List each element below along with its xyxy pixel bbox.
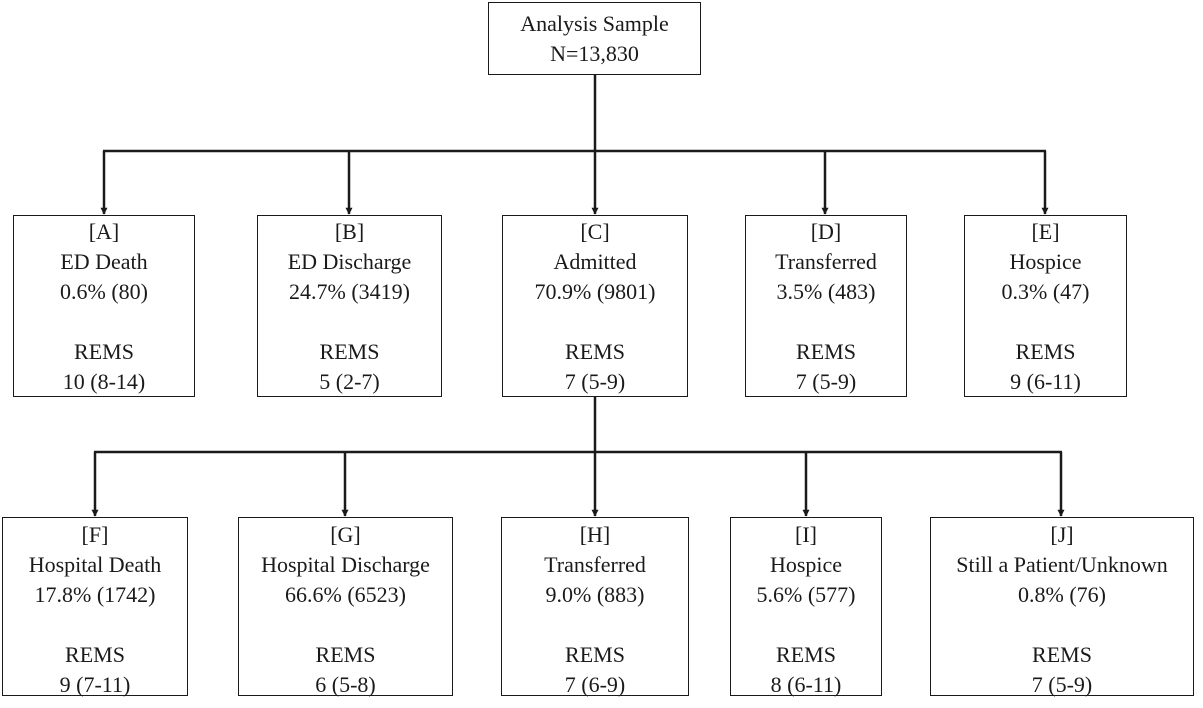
node-letter: [D] (810, 219, 842, 244)
node-label: Still a Patient/Unknown (956, 552, 1168, 577)
node-rems-label: REMS (1015, 339, 1076, 364)
node-h-transferred: [H] Transferred 9.0% (883) REMS 7 (6-9) (501, 517, 689, 697)
node-label: Transferred (544, 552, 646, 577)
node-percent: 0.8% (76) (1018, 582, 1106, 607)
node-rems-label: REMS (65, 642, 125, 667)
node-percent: 24.7% (3419) (289, 279, 410, 304)
node-letter: [F] (81, 522, 109, 547)
node-letter: [I] (795, 522, 817, 547)
node-label: Transferred (775, 249, 877, 274)
node-percent: 70.9% (9801) (534, 279, 656, 304)
node-rems-label: REMS (565, 339, 625, 364)
node-f-hospital-death: [F] Hospital Death 17.8% (1742) REMS 9 (… (2, 517, 188, 697)
node-rems-label: REMS (1032, 642, 1092, 667)
node-percent: 0.3% (47) (1001, 279, 1090, 304)
node-j-still-a-patient: [J] Still a Patient/Unknown 0.8% (76) RE… (930, 517, 1194, 697)
node-d-transferred: [D] Transferred 3.5% (483) REMS 7 (5-9) (745, 215, 907, 397)
node-rems-value: 7 (6-9) (564, 672, 626, 697)
node-rems-label: REMS (74, 339, 134, 364)
node-rems-label: REMS (565, 642, 625, 667)
node-rems-value: 7 (5-9) (564, 369, 626, 394)
node-rems-label: REMS (319, 339, 380, 364)
node-percent: 0.6% (80) (60, 279, 148, 304)
node-letter: [J] (1050, 522, 1074, 547)
node-label: ED Discharge (287, 249, 412, 274)
node-letter: [E] (1031, 219, 1060, 244)
node-rems-value: 9 (7-11) (59, 672, 131, 697)
node-rems-label: REMS (776, 642, 836, 667)
node-label: Hospital Death (28, 552, 162, 577)
node-count: N=13,830 (550, 41, 639, 66)
node-letter: [B] (334, 219, 365, 244)
node-rems-value: 5 (2-7) (319, 369, 380, 394)
node-label: ED Death (60, 249, 148, 274)
node-rems-label: REMS (796, 339, 856, 364)
node-rems-label: REMS (315, 642, 376, 667)
node-letter: [H] (579, 522, 611, 547)
node-percent: 5.6% (577) (756, 582, 856, 607)
node-label: Hospice (1009, 249, 1082, 274)
node-rems-value: 9 (6-11) (1010, 369, 1081, 394)
node-a-ed-death: [A] ED Death 0.6% (80) REMS 10 (8-14) (13, 215, 195, 397)
node-title: Analysis Sample (520, 11, 669, 36)
node-percent: 9.0% (883) (545, 582, 645, 607)
node-analysis-sample: Analysis Sample N=13,830 (488, 2, 701, 75)
node-letter: [C] (580, 219, 610, 244)
node-rems-value: 7 (5-9) (795, 369, 857, 394)
node-c-admitted: [C] Admitted 70.9% (9801) REMS 7 (5-9) (502, 215, 688, 397)
node-b-ed-discharge: [B] ED Discharge 24.7% (3419) REMS 5 (2-… (257, 215, 442, 397)
node-percent: 3.5% (483) (776, 279, 876, 304)
node-rems-value: 7 (5-9) (1031, 672, 1093, 697)
node-rems-value: 10 (8-14) (62, 369, 146, 394)
node-i-hospice: [I] Hospice 5.6% (577) REMS 8 (6-11) (730, 517, 882, 697)
node-percent: 66.6% (6523) (285, 582, 406, 607)
node-label: Admitted (553, 249, 637, 274)
node-label: Hospital Discharge (261, 552, 430, 577)
node-label: Hospice (769, 552, 843, 577)
node-rems-value: 6 (5-8) (315, 672, 376, 697)
node-e-hospice: [E] Hospice 0.3% (47) REMS 9 (6-11) (964, 215, 1127, 397)
node-letter: [G] (330, 522, 361, 547)
node-letter: [A] (88, 219, 120, 244)
node-g-hospital-discharge: [G] Hospital Discharge 66.6% (6523) REMS… (238, 517, 453, 697)
node-percent: 17.8% (1742) (34, 582, 156, 607)
node-rems-value: 8 (6-11) (770, 672, 842, 697)
